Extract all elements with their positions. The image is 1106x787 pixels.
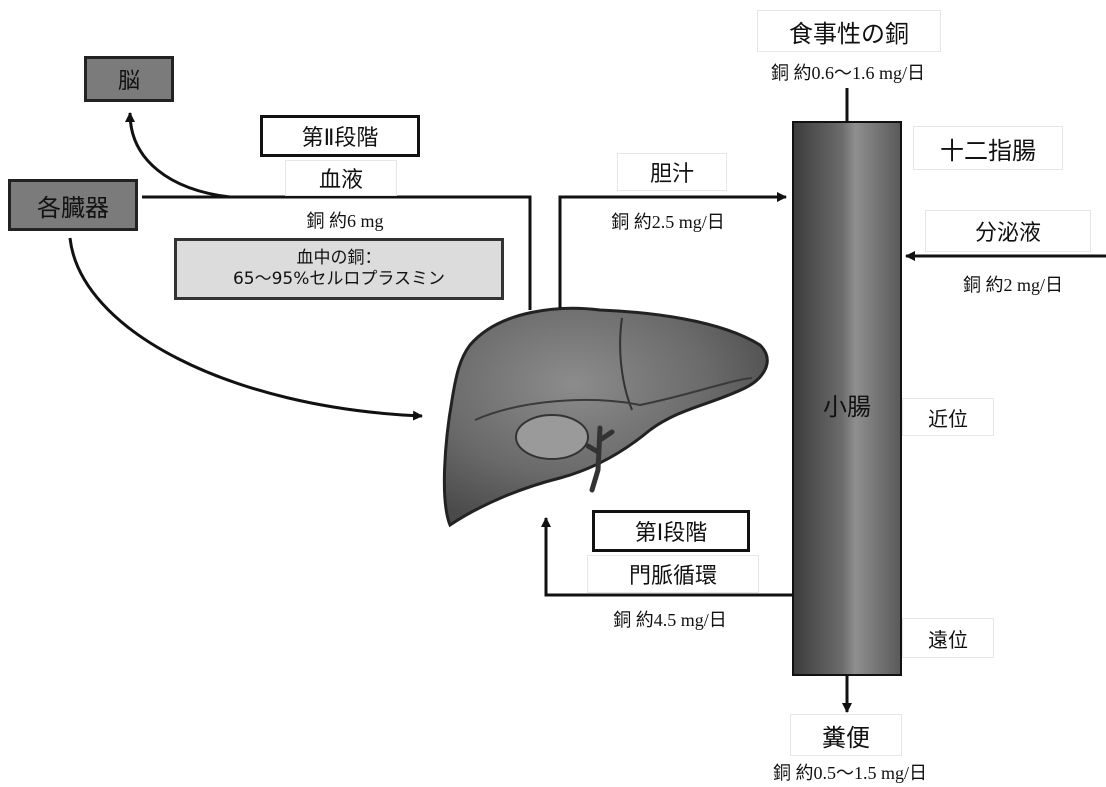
liver-illustration xyxy=(442,306,769,528)
small-intestine xyxy=(792,121,902,676)
blood-label: 血液 xyxy=(285,160,397,196)
distal-label: 遠位 xyxy=(902,618,994,658)
portal-circulation-label: 門脈循環 xyxy=(587,555,759,593)
phase2-box: 第Ⅱ段階 xyxy=(260,115,420,157)
bile-label: 胆汁 xyxy=(617,153,727,191)
blood-copper-note-line1: 血中の銅： xyxy=(296,247,382,268)
brain-box: 脳 xyxy=(84,56,174,102)
feces-label: 糞便 xyxy=(790,714,902,756)
secretion-copper-amount: 銅 約2 mg/日 xyxy=(962,275,1063,295)
bile-copper-amount: 銅 約2.5 mg/日 xyxy=(611,212,725,232)
dietary-copper-label: 食事性の銅 xyxy=(757,10,941,52)
phase1-box: 第Ⅰ段階 xyxy=(592,510,750,552)
arrow-to-brain xyxy=(125,112,231,199)
organs-box: 各臓器 xyxy=(8,179,138,231)
dietary-copper-amount: 銅 約0.6〜1.6 mg/日 xyxy=(770,63,925,83)
secretion-label: 分泌液 xyxy=(925,210,1091,252)
blood-copper-note-line2: 65〜95%セルロプラスミン xyxy=(232,269,446,289)
duodenum-label: 十二指腸 xyxy=(913,126,1063,170)
portal-copper-amount: 銅 約4.5 mg/日 xyxy=(613,610,727,630)
organs-to-blood-line xyxy=(142,195,532,310)
blood-copper-note: 血中の銅： 65〜95%セルロプラスミン xyxy=(174,238,504,300)
blood-copper-amount: 銅 約6 mg xyxy=(306,211,384,231)
arrow-organs-to-liver xyxy=(68,237,423,421)
proximal-label: 近位 xyxy=(902,398,994,436)
small-intestine-label: 小腸 xyxy=(823,392,871,421)
arrow-bile xyxy=(558,192,787,308)
arrow-portal xyxy=(541,517,792,597)
feces-copper-amount: 銅 約0.5〜1.5 mg/日 xyxy=(772,763,927,783)
